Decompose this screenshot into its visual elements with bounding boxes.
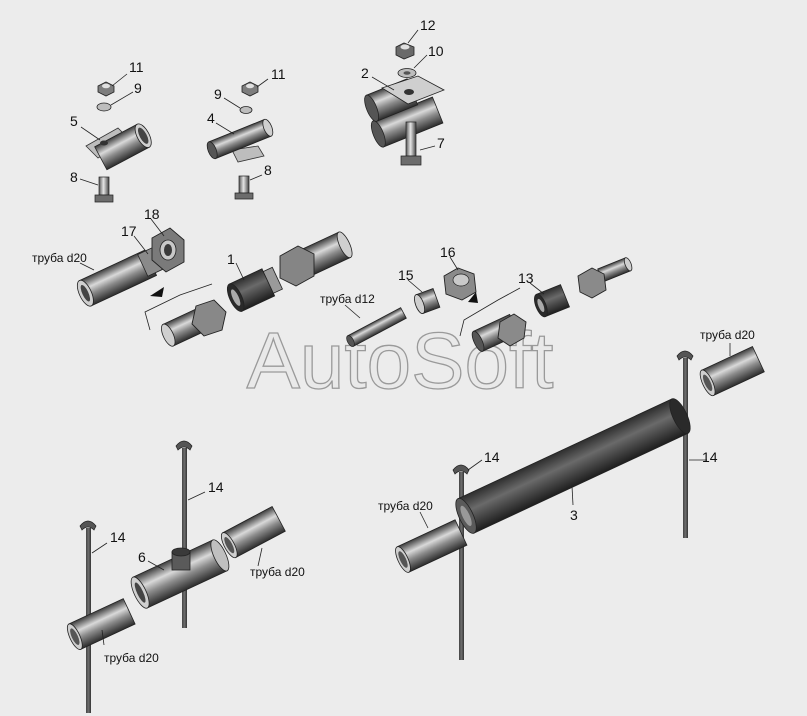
callout-2: 2: [361, 65, 369, 81]
clamp-4: [206, 118, 274, 163]
pipe-label-d20-top: труба d20: [32, 251, 87, 265]
callout-17: 17: [121, 223, 137, 239]
callout-12: 12: [420, 17, 436, 33]
nut-16: [443, 267, 477, 301]
callout-5: 5: [70, 113, 78, 129]
pipe-label-d20-hose: труба d20: [378, 499, 433, 513]
pipe-labels: труба d20 труба d12 труба d20 труба d20 …: [32, 251, 755, 665]
bracket-line-left: [144, 283, 213, 331]
ring-15: [414, 288, 441, 314]
callout-6: 6: [138, 549, 146, 565]
callout-8-mid: 8: [264, 162, 272, 178]
fitting-13: [534, 284, 570, 318]
callout-9-left: 9: [134, 80, 142, 96]
bolt-8-left: [94, 176, 114, 203]
pipe-d20-tee-left: [66, 598, 136, 650]
washer-9-left: [96, 102, 112, 112]
strap-14-right-tall: [676, 350, 694, 538]
fitting-upper-right: [279, 231, 353, 287]
fitting-1: [226, 266, 283, 312]
pipe-label-d12: труба d12: [320, 292, 375, 306]
pipe-d20-hose-left: [395, 519, 468, 573]
arrow-right: [468, 292, 478, 303]
strap-14-tall: [175, 440, 193, 628]
pipe-d20-with-fitting: [76, 247, 163, 307]
pipe-d12: [346, 307, 407, 347]
strap-14-right-short: [452, 464, 470, 660]
callout-4: 4: [207, 110, 215, 126]
nut-11-left: [97, 81, 115, 97]
pipe-label-d20-tee-left: труба d20: [104, 651, 159, 665]
bolt-8-mid: [234, 175, 254, 200]
pipe-label-d20-top-right: труба d20: [700, 328, 755, 342]
bolt-7: [400, 121, 422, 166]
callout-14-tee-upper: 14: [208, 479, 224, 495]
nut-18: [151, 227, 185, 273]
callout-7: 7: [437, 135, 445, 151]
callout-1: 1: [227, 251, 235, 267]
tee-6: [130, 539, 230, 609]
pipe-label-d20-tee-right: труба d20: [250, 565, 305, 579]
double-clamp-2: [364, 75, 445, 148]
hose-3: [455, 398, 691, 534]
callout-11-left: 11: [129, 59, 144, 75]
nut-11-mid: [241, 81, 259, 97]
callout-8-left: 8: [70, 169, 78, 185]
callout-14-tee-lower: 14: [110, 529, 126, 545]
bracket-line-right: [459, 287, 521, 337]
washer-9-mid: [239, 106, 253, 114]
fitting-lower-right: [471, 313, 527, 352]
callout-14-hose-right: 14: [702, 449, 718, 465]
callout-13: 13: [518, 270, 534, 286]
callout-11-mid: 11: [271, 66, 286, 82]
callout-10: 10: [428, 43, 444, 59]
pipe-d20-hose-right: [699, 345, 765, 397]
fitting-lower-left: [161, 299, 227, 347]
callout-3: 3: [570, 507, 578, 523]
callout-15: 15: [398, 267, 414, 283]
callout-14-hose-left: 14: [484, 449, 500, 465]
callout-16: 16: [440, 244, 456, 260]
nut-12: [395, 42, 415, 60]
leader-lines: [79, 29, 731, 646]
washer-10: [397, 68, 417, 78]
arrow-left: [150, 287, 164, 297]
clamp-5: [85, 123, 152, 171]
fitting-top-right: [577, 257, 633, 299]
callout-18: 18: [144, 206, 160, 222]
callout-9-mid: 9: [214, 86, 222, 102]
pipe-d20-tee-right: [220, 505, 286, 559]
callout-numbers: 5 11 9 8 4 11 9 8 2 12 10 7 17 18 1 15 1…: [70, 17, 718, 565]
